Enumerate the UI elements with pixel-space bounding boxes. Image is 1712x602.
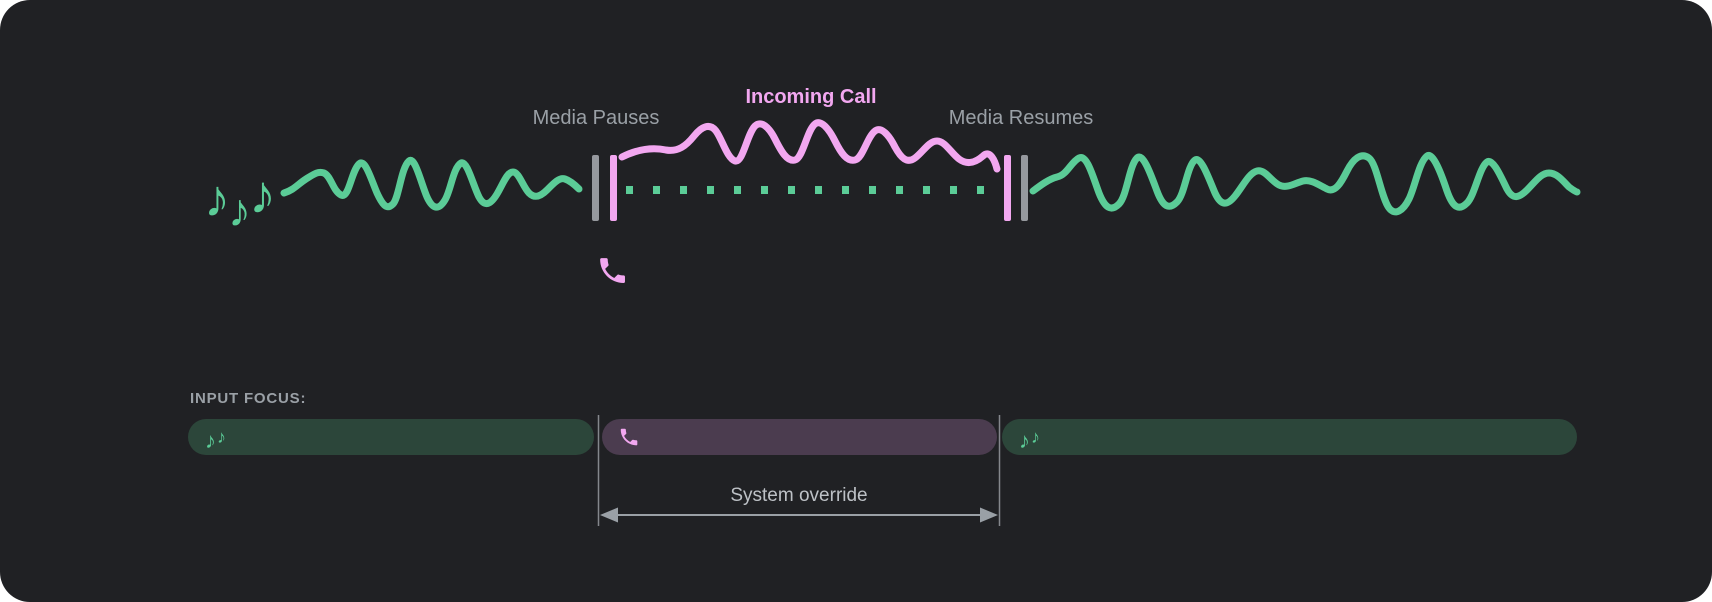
music-note-glyph: ♪	[1019, 428, 1030, 453]
resume-marker-pink	[1004, 155, 1011, 221]
incoming-call-label: Incoming Call	[745, 86, 876, 108]
focus-segment-media-1	[188, 419, 594, 455]
system-override-label: System override	[730, 485, 867, 506]
pause-marker-gray	[592, 155, 599, 221]
media-pauses-label: Media Pauses	[533, 107, 660, 129]
music-note-glyph: ♪	[249, 165, 276, 225]
media-waveform-before	[284, 160, 579, 207]
music-note-glyph: ♪	[204, 170, 230, 228]
media-resumes-label: Media Resumes	[949, 107, 1094, 129]
music-notes-icon: ♪ ♪ ♪	[204, 165, 276, 236]
input-focus-heading: INPUT FOCUS:	[190, 390, 306, 407]
music-note-glyph: ♪	[228, 184, 251, 236]
music-note-glyph: ♪	[217, 427, 226, 447]
system-override-arrow	[600, 508, 998, 523]
focus-segment-media-2	[1002, 419, 1577, 455]
music-note-glyph: ♪	[1031, 427, 1040, 447]
phone-icon	[600, 258, 625, 283]
media-waveform-after	[1033, 156, 1577, 212]
focus-segment-call	[602, 419, 997, 455]
call-waveform	[622, 123, 997, 169]
music-note-glyph: ♪	[205, 428, 216, 453]
pause-marker-pink	[610, 155, 617, 221]
resume-marker-gray	[1021, 155, 1028, 221]
